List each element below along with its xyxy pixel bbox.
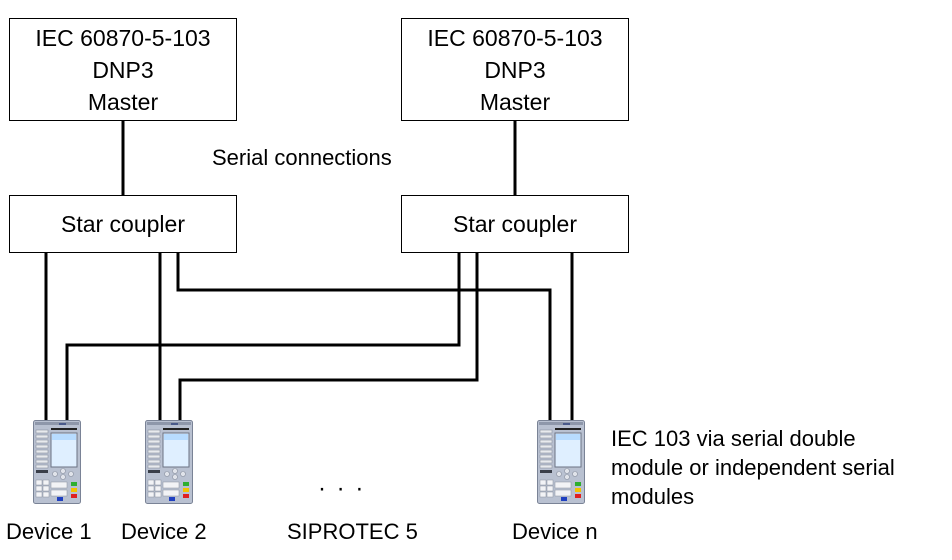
star-coupler-1-label: Star coupler bbox=[60, 210, 185, 237]
master-box-1: IEC 60870-5-103 DNP3 Master bbox=[9, 18, 237, 121]
device-2-icon bbox=[145, 420, 193, 504]
serial-module-note: IEC 103 via serial double module or inde… bbox=[611, 424, 895, 511]
master-1-role-label: Master bbox=[87, 88, 159, 115]
note-line-1: IEC 103 via serial double bbox=[611, 426, 856, 451]
device-1-label: Device 1 bbox=[6, 519, 92, 544]
master-2-protocol-label: IEC 60870-5-103 bbox=[427, 24, 603, 51]
siprotec-label: SIPROTEC 5 bbox=[287, 519, 418, 544]
star-coupler-2: Star coupler bbox=[401, 195, 629, 253]
device-1-icon bbox=[33, 420, 81, 504]
device-n-label: Device n bbox=[512, 519, 598, 544]
coupler-2-to-device-1-line bbox=[65, 252, 461, 420]
device-n-icon bbox=[537, 420, 585, 504]
star-coupler-1: Star coupler bbox=[9, 195, 237, 253]
serial-connections-label: Serial connections bbox=[212, 145, 392, 170]
coupler-2-to-device-2-line bbox=[178, 252, 479, 420]
note-line-3: modules bbox=[611, 484, 695, 509]
master-2-role-label: Master bbox=[479, 88, 551, 115]
master-1-dnp3-label: DNP3 bbox=[92, 56, 154, 83]
master-1-protocol-label: IEC 60870-5-103 bbox=[35, 24, 211, 51]
note-line-2: module or independent serial bbox=[611, 455, 895, 480]
master-box-2: IEC 60870-5-103 DNP3 Master bbox=[401, 18, 629, 121]
device-2-label: Device 2 bbox=[121, 519, 207, 544]
star-coupler-2-label: Star coupler bbox=[452, 210, 577, 237]
coupler-1-to-device-n-line bbox=[176, 252, 552, 420]
master-2-dnp3-label: DNP3 bbox=[484, 56, 546, 83]
ellipsis: · · · bbox=[318, 475, 366, 502]
